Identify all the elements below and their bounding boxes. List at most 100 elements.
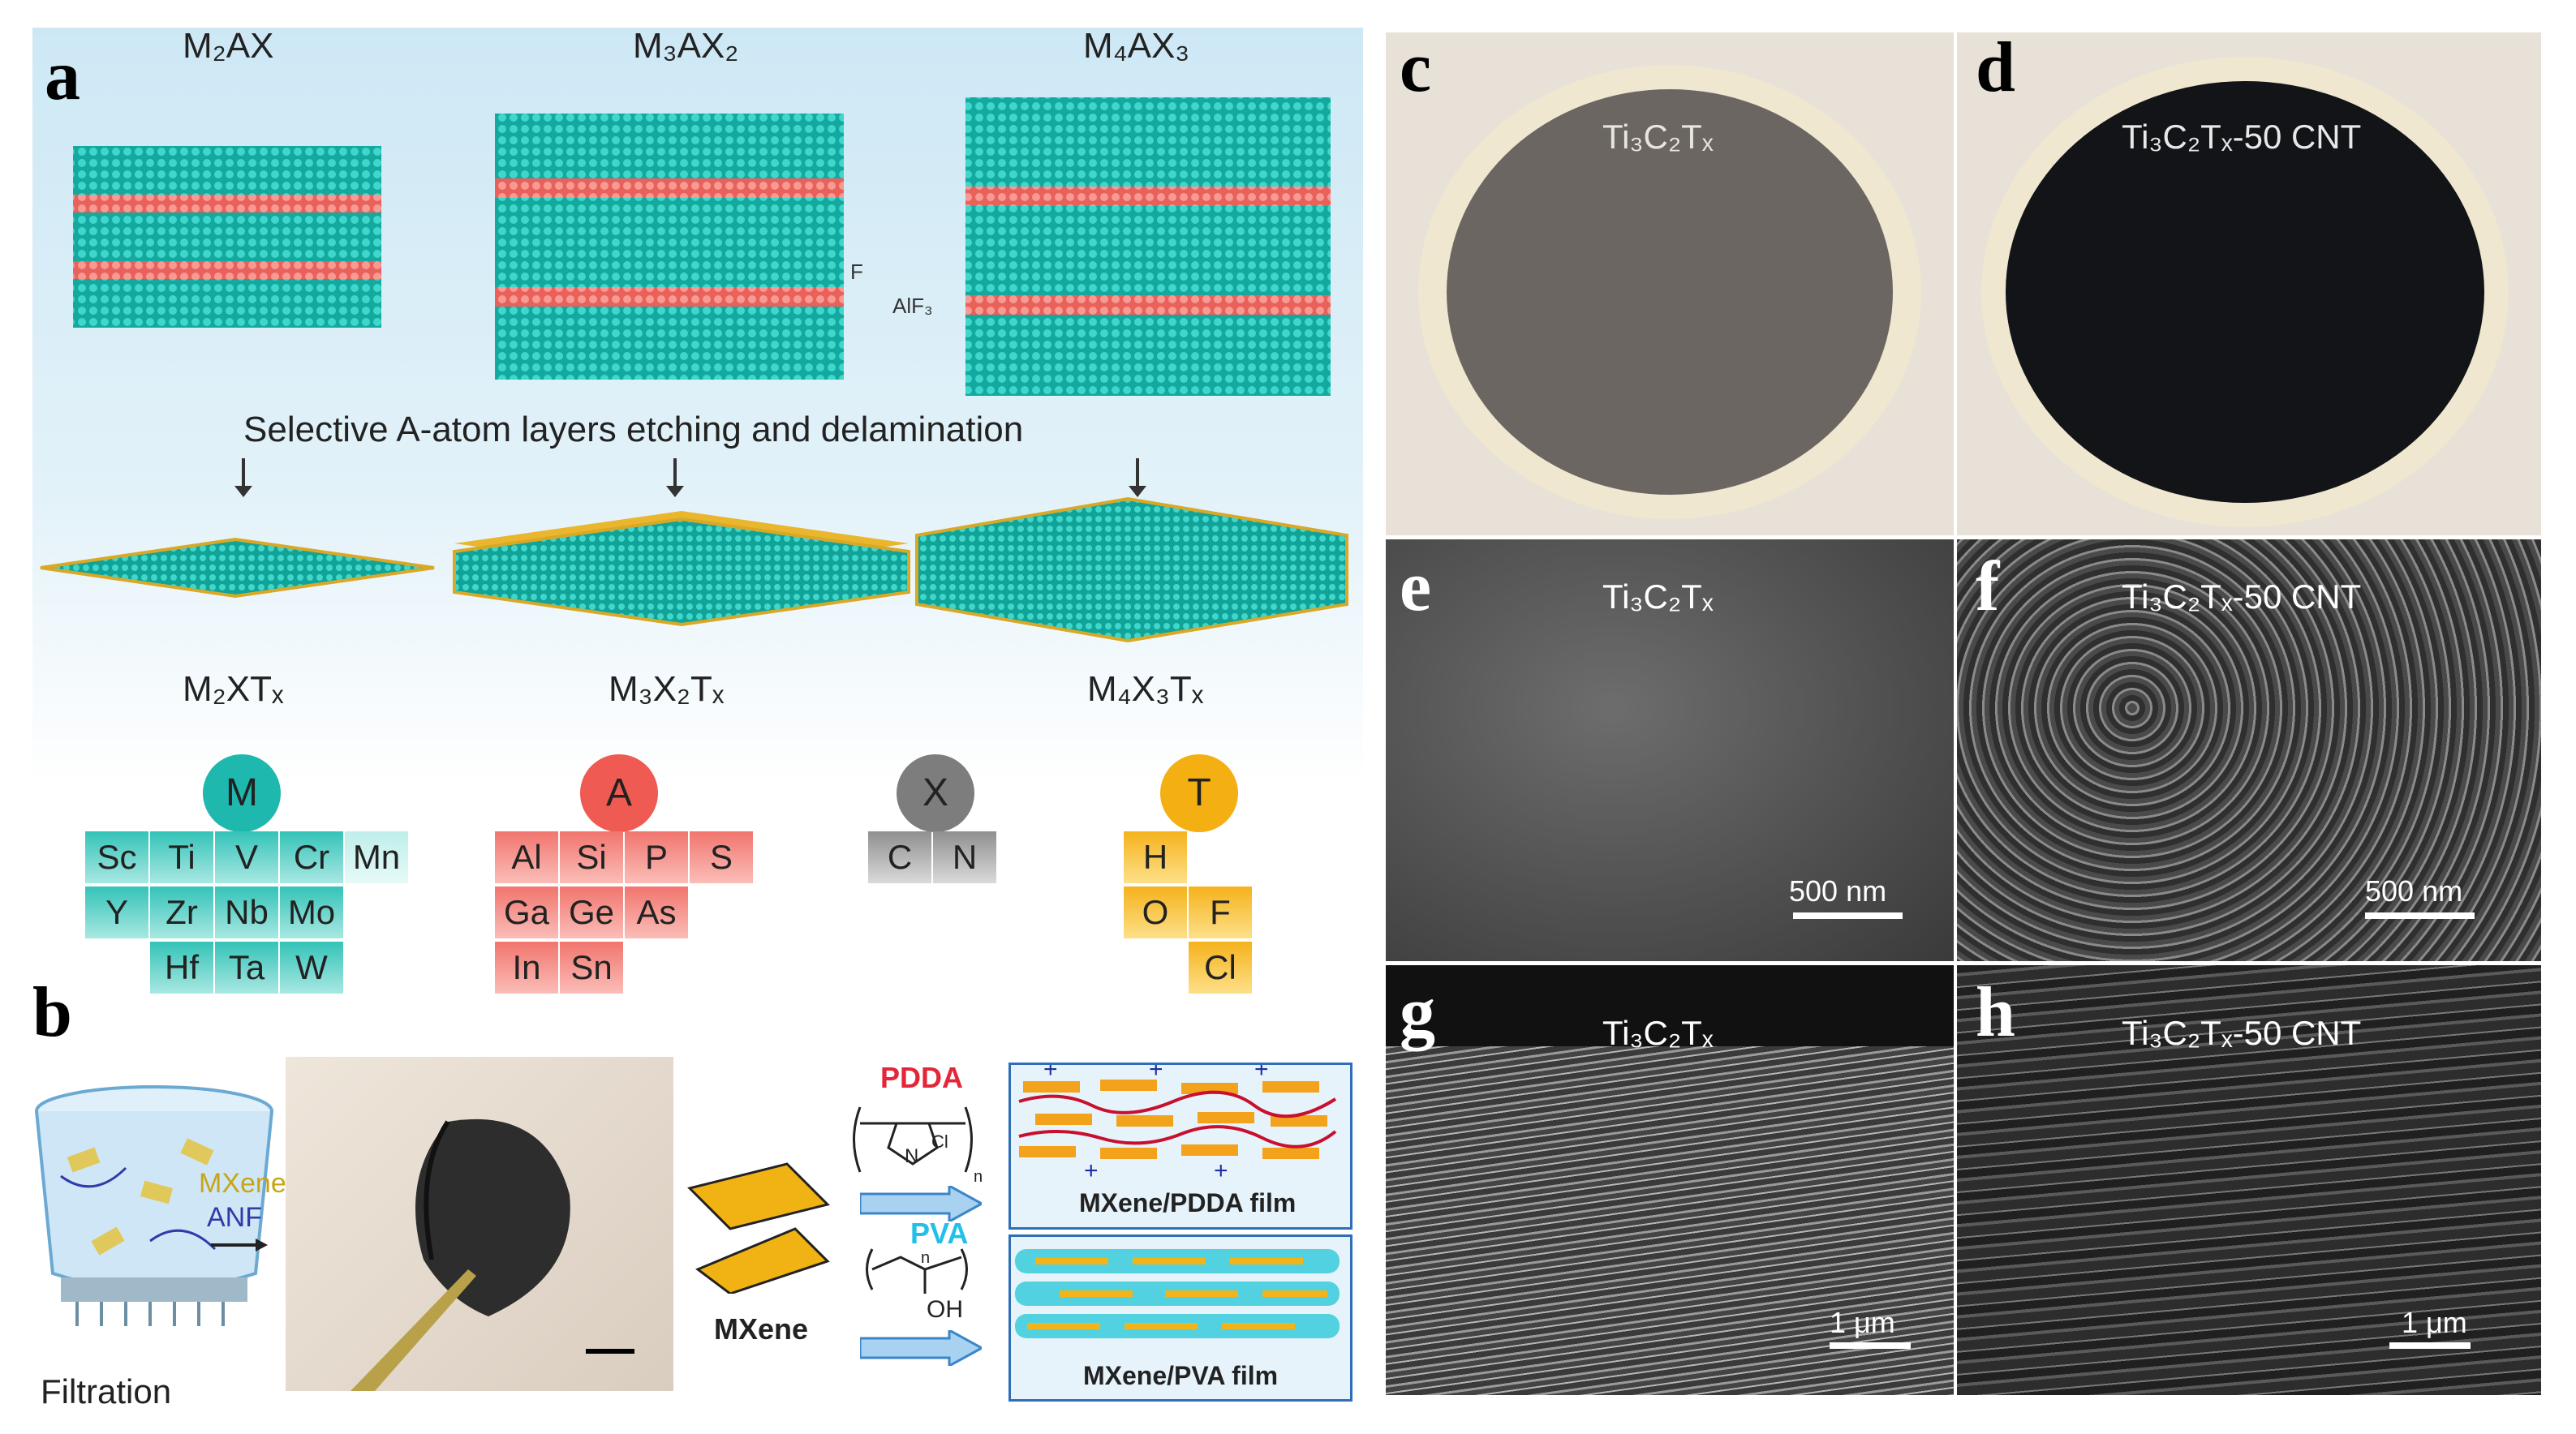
max-phase-label: M₃AX₂: [633, 26, 739, 66]
group-t-badge: T: [1160, 754, 1238, 832]
pdda-n-label: N: [905, 1145, 919, 1167]
element-cell: Ti: [150, 831, 213, 883]
svg-text:+: +: [1084, 1157, 1099, 1184]
element-cell: Hf: [150, 942, 213, 994]
pdda-film-schematic: +++ ++: [1018, 1065, 1337, 1184]
svg-text:+: +: [1254, 1065, 1269, 1083]
pva-label: PVA: [910, 1217, 969, 1250]
max-phase-structures: [73, 97, 1331, 396]
scale-bar: [1793, 912, 1903, 919]
scale-bar: [2389, 1342, 2471, 1349]
m2ax-block: [73, 146, 381, 328]
svg-text:+: +: [1214, 1157, 1228, 1184]
panel-f-sem: [1957, 539, 2541, 961]
sample-label: Ti₃C₂Tₓ-50 CNT: [2122, 577, 2362, 616]
pdda-n-subscript: n: [974, 1168, 983, 1186]
panel-e-sem: [1386, 539, 1954, 961]
element-cell: Al: [495, 831, 558, 883]
pva-n-subscript: n: [921, 1249, 931, 1267]
arrow-right-icon: [860, 1186, 982, 1221]
film-sample-image: [350, 1118, 634, 1391]
element-cell: H: [1124, 831, 1187, 883]
pdda-cl-label: Cl: [931, 1131, 948, 1152]
etchant-alf3-label: AlF₃: [892, 294, 933, 318]
element-cell: Cl: [1189, 942, 1252, 994]
element-cell: Ga: [495, 887, 558, 938]
element-cell: As: [625, 887, 688, 938]
mxene-flakes-icon: [687, 1162, 830, 1294]
panel-label-c: c: [1400, 28, 1432, 107]
pva-structure-icon: [866, 1248, 968, 1294]
scale-bar: [2365, 912, 2475, 919]
element-cell: O: [1124, 887, 1187, 938]
element-cell: Sc: [85, 831, 148, 883]
panel-label-a: a: [45, 36, 80, 115]
panel-h-sem: [1957, 965, 2541, 1395]
mxene-formula-label: M₃X₂Tₓ: [609, 669, 725, 709]
svg-text:+: +: [1149, 1065, 1163, 1083]
max-phase-label: M₂AX: [183, 26, 274, 66]
element-cell: Sn: [560, 942, 623, 994]
mxene-flakes-label: MXene: [714, 1312, 809, 1346]
sample-label: Ti₃C₂Tₓ-50 CNT: [2122, 1014, 2362, 1052]
element-cell: Cr: [280, 831, 343, 883]
element-cell: Y: [85, 887, 148, 938]
element-cell: Mn: [345, 831, 408, 883]
arrow-right-icon: [211, 1239, 268, 1252]
arrow-right-icon: [860, 1330, 982, 1366]
element-cell: W: [280, 942, 343, 994]
element-cell: Ge: [560, 887, 623, 938]
element-cell: Ta: [215, 942, 278, 994]
panel-g-sem: [1386, 965, 1954, 1395]
element-cell: P: [625, 831, 688, 883]
element-cell: N: [933, 831, 996, 883]
scale-bar-label: 500 nm: [2365, 874, 2463, 908]
panel-label-d: d: [1976, 28, 2015, 107]
panel-label-e: e: [1400, 547, 1432, 626]
pva-oh-label: OH: [927, 1296, 963, 1323]
scale-bar-label: 1 μm: [1830, 1306, 1895, 1339]
element-cell: V: [215, 831, 278, 883]
sample-label: Ti₃C₂Tₓ-50 CNT: [2122, 118, 2362, 156]
element-cell: Si: [560, 831, 623, 883]
etchant-f-label: F: [850, 260, 863, 284]
mxene-legend-label: MXene: [199, 1168, 286, 1199]
sample-label: Ti₃C₂Tₓ: [1602, 577, 1714, 616]
m4ax3-block: [965, 97, 1331, 396]
sample-label: Ti₃C₂Tₓ: [1602, 1014, 1714, 1052]
arrow-down-icon: [666, 458, 684, 497]
panel-d-photo: [1957, 32, 2541, 535]
scale-bar: [1830, 1342, 1911, 1349]
element-cell: Zr: [150, 887, 213, 938]
group-a-badge: A: [580, 754, 658, 832]
mxene-formula-label: M₂XTₓ: [183, 669, 284, 709]
etching-caption: Selective A-atom layers etching and dela…: [243, 410, 1024, 449]
panel-label-h: h: [1976, 973, 2015, 1052]
group-x-badge: X: [897, 754, 974, 832]
sample-label: Ti₃C₂Tₓ: [1602, 118, 1714, 156]
arrow-down-icon: [1129, 458, 1146, 497]
element-cell: In: [495, 942, 558, 994]
pva-film-schematic: [1015, 1249, 1340, 1338]
mxene-formula-label: M₄X₃Tₓ: [1087, 669, 1204, 709]
scale-bar-label: 1 μm: [2402, 1306, 2467, 1339]
max-phase-label: M₄AX₃: [1083, 26, 1190, 66]
pva-film-label: MXene/PVA film: [1083, 1361, 1279, 1390]
pdda-structure-icon: [853, 1106, 973, 1173]
panel-label-b: b: [32, 973, 72, 1052]
filtration-label: Filtration: [41, 1372, 172, 1410]
group-m-badge: M: [203, 754, 281, 832]
m3ax2-block: [495, 114, 844, 380]
element-cell: Nb: [215, 887, 278, 938]
element-cell: S: [690, 831, 753, 883]
panel-label-f: f: [1976, 547, 2000, 626]
panel-c-photo: [1386, 32, 1954, 535]
panel-label-g: g: [1400, 973, 1435, 1052]
mxene-structures: [40, 496, 1348, 643]
element-cell: F: [1189, 887, 1252, 938]
arrow-down-icon: [234, 458, 252, 497]
pdda-film-label: MXene/PDDA film: [1079, 1188, 1297, 1217]
pdda-label: PDDA: [880, 1061, 964, 1094]
scale-bar-label: 500 nm: [1789, 874, 1887, 908]
element-cell: Mo: [280, 887, 343, 938]
